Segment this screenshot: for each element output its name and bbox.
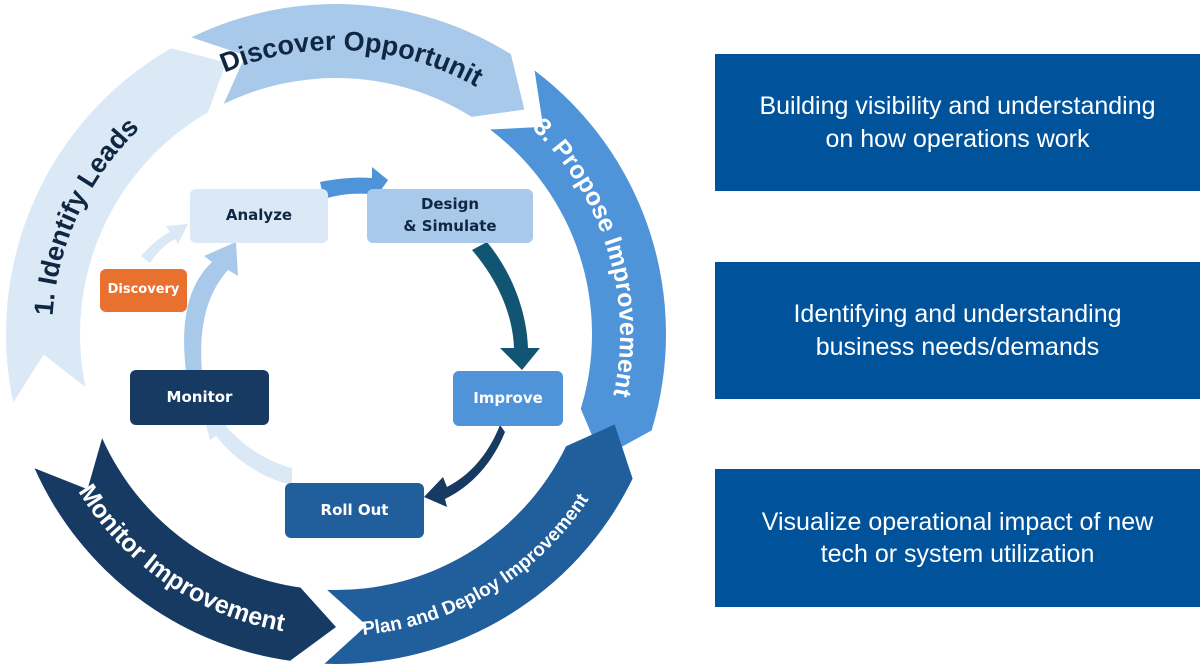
design-label-line2: & Simulate [403,217,497,235]
description-1-line1: Building visibility and understanding [759,92,1156,120]
improve-node: Improve [453,371,563,426]
monitor-node: Monitor [130,370,269,425]
stage-5-monitor-improvement-segment [34,438,336,661]
description-box-visibility: Building visibility and understanding on… [715,54,1200,191]
stage-2-discover-opportunities-segment [191,4,525,117]
arrow-improve-to-rollout [424,425,505,507]
arrow-monitor-to-analyze [184,242,238,372]
description-2-line2: business needs/demands [815,332,1100,361]
stage-4-plan-deploy-segment [324,424,633,664]
monitor-label: Monitor [166,387,233,406]
arrow-rollout-to-monitor [202,410,292,485]
process-cycle-diagram: 1. Identify Leads 2. Discover Opportunit… [0,0,666,664]
discovery-node: Discovery [100,269,187,312]
design-label-line1: Design [420,195,480,214]
discovery-label: Discovery [107,282,180,298]
description-1-line2: on how operations work [825,124,1090,153]
description-box-operational-impact: Visualize operational impact of new tech… [715,469,1200,607]
roll-out-label: Roll Out [320,500,389,519]
description-3-line1: Visualize operational impact of new [761,507,1154,536]
description-3-line2: tech or system utilization [820,540,1095,568]
design-simulate-node: Design & Simulate [367,189,533,243]
analyze-label: Analyze [225,206,293,225]
description-box-business-needs: Identifying and understanding business n… [715,262,1200,399]
stage-3-propose-improvement-segment [490,70,666,458]
arrow-design-to-improve [472,242,540,370]
stage-1-identify-leads-segment [5,48,227,403]
roll-out-node: Roll Out [285,483,424,538]
description-2-line1: Identifying and understanding [793,300,1122,328]
arrow-discovery-to-analyze [141,224,188,263]
improve-label: Improve [473,388,543,407]
analyze-node: Analyze [190,189,328,243]
